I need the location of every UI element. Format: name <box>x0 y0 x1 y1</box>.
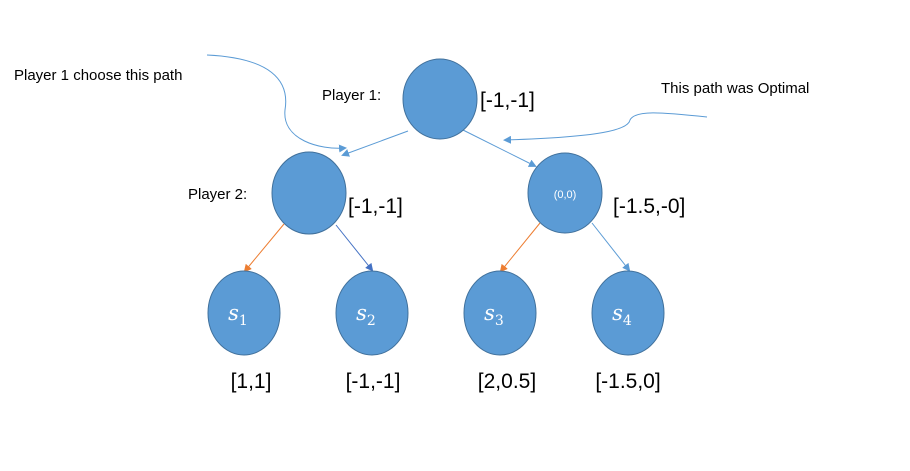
edge-right-s3 <box>499 222 541 273</box>
edge-right-s4 <box>591 222 631 272</box>
right-callout-line <box>503 112 708 144</box>
node-right <box>527 152 603 234</box>
left-value: [-1,-1] <box>348 195 403 218</box>
edge-left-s2 <box>335 224 374 272</box>
payoff-s1: [1,1] <box>231 370 272 393</box>
node-left <box>271 151 347 235</box>
leaf-s4 <box>591 270 665 356</box>
leaf-s1 <box>207 270 281 356</box>
right-value: [-1.5,-0] <box>613 195 685 218</box>
player2-label: Player 2: <box>188 186 247 203</box>
edge-left-s1 <box>243 223 285 273</box>
node-root <box>402 58 478 140</box>
leaf-s2 <box>335 270 409 356</box>
right-annotation: This path was Optimal <box>661 80 809 97</box>
edge-root-left <box>341 130 409 157</box>
payoff-s2: [-1,-1] <box>346 370 401 393</box>
node-right-label: (0,0) <box>554 189 577 201</box>
root-value: [-1,-1] <box>480 89 535 112</box>
leaf-s4-label: s4 <box>612 301 632 329</box>
payoff-s3: [2,0.5] <box>478 370 536 393</box>
left-annotation: Player 1 choose this path <box>14 67 182 84</box>
left-callout-line <box>206 54 347 153</box>
payoff-s4: [-1.5,0] <box>595 370 660 393</box>
leaf-s2-label: s2 <box>356 301 376 329</box>
player1-label: Player 1: <box>322 87 381 104</box>
edge-root-right <box>462 129 537 167</box>
leaf-s3-label: s3 <box>484 301 504 329</box>
leaf-s1-label: s1 <box>228 301 248 329</box>
leaf-s3 <box>463 270 537 356</box>
